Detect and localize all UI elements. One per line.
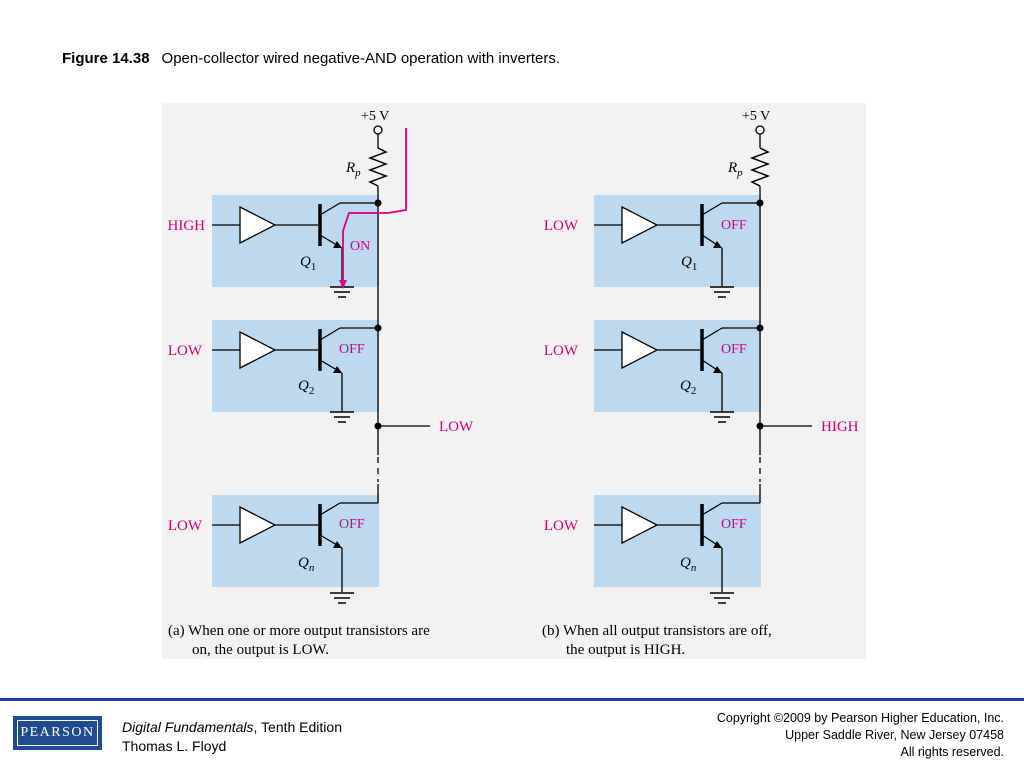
supply-terminal	[373, 125, 383, 135]
gate-box-b2	[594, 320, 761, 412]
gate-2: LOW OFF Q2	[168, 324, 382, 423]
input-label-a2: LOW	[168, 343, 203, 359]
pullup-resistor	[367, 147, 389, 187]
q-label-b1: Q1	[681, 254, 697, 273]
supply-label-b: +5 V	[742, 109, 770, 124]
input-label-a1: HIGH	[168, 218, 206, 234]
copyright-line: Copyright ©2009 by Pearson Higher Educat…	[716, 711, 1004, 725]
input-label-b2: LOW	[544, 343, 579, 359]
input-label-bn: LOW	[544, 518, 579, 534]
buffer-gate-b2	[621, 330, 659, 370]
state-label-an: OFF	[339, 517, 365, 532]
logo-text: PEARSON	[20, 725, 95, 740]
caption-a-line2: on, the output is LOW.	[192, 642, 329, 658]
q-label-a2: Q2	[298, 378, 314, 397]
gate-box-2	[212, 320, 379, 412]
footer-divider	[0, 698, 1024, 701]
caption-a-line1: (a) When one or more output transistors …	[168, 623, 430, 639]
pearson-logo: PEARSON	[13, 716, 102, 750]
book-edition: , Tenth Edition	[253, 719, 342, 735]
state-label-b2: OFF	[721, 342, 747, 357]
book-title: Digital Fundamentals	[122, 719, 254, 735]
gate-box-b1	[594, 195, 761, 287]
supply-terminal-b	[755, 125, 765, 135]
panel-a: +5 V Rp HIGH ON Q1	[168, 109, 474, 658]
caption-b-line2: the output is HIGH.	[566, 642, 685, 658]
gate-bn: LOW OFF Qn	[544, 502, 760, 604]
buffer-gate-2	[239, 330, 277, 370]
supply-label: +5 V	[361, 109, 389, 124]
input-label-an: LOW	[168, 518, 203, 534]
gate-b1: LOW OFF Q1	[544, 199, 764, 298]
q-label-b2: Q2	[680, 378, 696, 397]
caption-b-line1: (b) When all output transistors are off,	[542, 623, 772, 639]
gate-n: LOW OFF Qn	[168, 502, 378, 604]
gate-b2: LOW OFF Q2	[544, 324, 764, 423]
figure-label: Figure 14.38	[62, 50, 150, 67]
address-line: Upper Saddle River, New Jersey 07458	[785, 728, 1004, 742]
state-label-a1: ON	[350, 239, 370, 254]
resistor-label: Rp	[345, 160, 361, 179]
output-label-a: LOW	[439, 419, 474, 435]
buffer-gate-b1	[621, 205, 659, 245]
pullup-resistor-b	[749, 147, 771, 187]
current-path	[342, 128, 407, 284]
panel-b: +5 V Rp LOW OFF Q1	[542, 109, 859, 658]
state-label-bn: OFF	[721, 517, 747, 532]
buffer-gate-bn	[621, 505, 659, 545]
circuit-diagram: +5 V Rp HIGH ON Q1	[162, 103, 866, 659]
q-label-bn: Qn	[680, 555, 697, 574]
figure-title: Figure 14.38 Open-collector wired negativ…	[62, 50, 560, 67]
gate-box-bn	[594, 495, 761, 587]
state-label-a2: OFF	[339, 342, 365, 357]
output-label-b: HIGH	[821, 419, 859, 435]
q-label-an: Qn	[298, 555, 315, 574]
copyright-block: Copyright ©2009 by Pearson Higher Educat…	[717, 710, 1004, 761]
state-label-b1: OFF	[721, 218, 747, 233]
rights-line: All rights reserved.	[900, 745, 1004, 759]
buffer-gate-1	[239, 205, 277, 245]
input-label-b1: LOW	[544, 218, 579, 234]
gate-1: HIGH ON Q1	[168, 199, 382, 298]
buffer-gate-n	[239, 505, 277, 545]
book-author: Thomas L. Floyd	[122, 738, 227, 754]
resistor-label-b: Rp	[727, 160, 743, 179]
q-label-a1: Q1	[300, 254, 316, 273]
figure-caption: Open-collector wired negative-AND operat…	[161, 50, 561, 67]
book-info: Digital Fundamentals, Tenth Edition Thom…	[122, 718, 342, 756]
gate-box-n	[212, 495, 379, 587]
